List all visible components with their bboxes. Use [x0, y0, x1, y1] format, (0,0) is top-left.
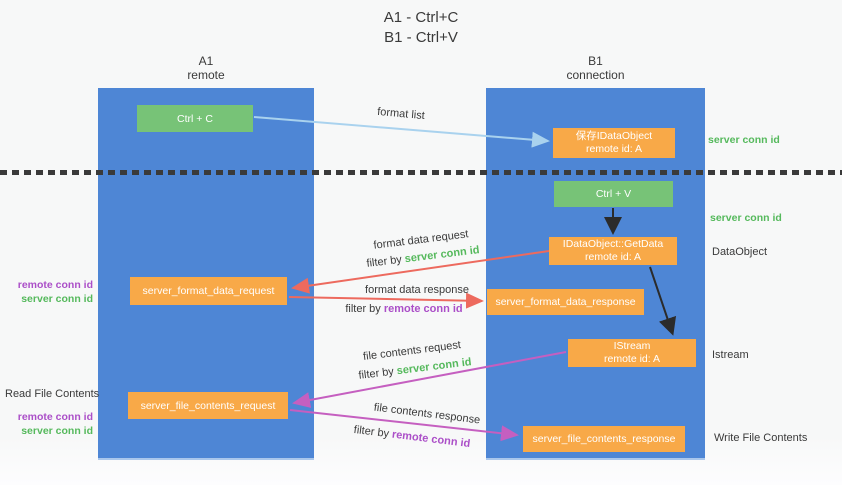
label-dataobject: DataObject [712, 246, 768, 258]
label-format-data-response: format data response [365, 284, 469, 296]
column-a1-subtitle: remote [187, 68, 225, 82]
node-save-idataobject-line1: 保存IDataObject [575, 130, 653, 142]
title-line-2: B1 - Ctrl+V [384, 29, 458, 46]
filter-by-text-4: filter by [353, 423, 390, 441]
arrow-format-data-response [288, 292, 484, 309]
node-istream: IStream remote id: A [568, 339, 696, 367]
title-line-1: A1 - Ctrl+C [383, 9, 459, 26]
label-format-list: format list [376, 105, 426, 123]
node-ctrl-c: Ctrl + C [137, 105, 253, 132]
node-server-file-contents-request-label: server_file_contents_request [140, 399, 276, 412]
label-remote-conn-id-2: remote conn id [17, 411, 93, 423]
node-server-format-data-response-label: server_format_data_response [495, 296, 636, 308]
node-ctrl-v: Ctrl + V [554, 181, 673, 207]
filter-by-text-3: filter by [357, 365, 395, 382]
label-group-file-ids: remote conn id server conn id [8, 410, 93, 438]
node-server-file-contents-response: server_file_contents_response [523, 426, 685, 452]
diagram-title: A1 - Ctrl+C B1 - Ctrl+V [0, 8, 842, 48]
node-save-idataobject-line2: remote id: A [585, 143, 643, 155]
filter-remote-conn-id-1: remote conn id [383, 303, 463, 315]
label-server-conn-id-top: server conn id [708, 134, 780, 146]
node-server-file-contents-response-label: server_file_contents_response [532, 433, 676, 445]
filter-by-text-2: filter by [345, 303, 381, 315]
node-ctrl-c-label: Ctrl + C [177, 112, 213, 125]
label-server-conn-id-1: server conn id [21, 293, 93, 305]
node-ctrl-v-label: Ctrl + V [595, 188, 632, 200]
filter-by-text-1: filter by [365, 253, 403, 270]
node-server-format-data-request: server_format_data_request [130, 277, 287, 305]
node-getdata-line1: IDataObject::GetData [562, 238, 664, 250]
node-idataobject-getdata: IDataObject::GetData remote id: A [549, 237, 677, 265]
label-remote-conn-id-1: remote conn id [17, 279, 93, 291]
column-b1-name: B1 [588, 54, 603, 68]
session-divider-dotted-line [0, 170, 842, 175]
filter-remote-conn-id-2: remote conn id [391, 428, 471, 451]
column-header-b1: B1 connection [486, 54, 705, 82]
label-group-format-ids: remote conn id server conn id [8, 278, 93, 306]
column-b1-subtitle: connection [566, 68, 625, 82]
label-server-conn-id-mid: server conn id [710, 212, 782, 224]
node-save-idataobject: 保存IDataObject remote id: A [553, 128, 675, 158]
node-server-format-data-request-label: server_format_data_request [142, 285, 275, 297]
filter-server-conn-id-1: server conn id [404, 244, 481, 266]
node-server-format-data-response: server_format_data_response [487, 289, 644, 315]
label-file-contents-response: file contents response [373, 401, 481, 427]
node-istream-line2: remote id: A [603, 353, 661, 365]
column-a1-name: A1 [198, 54, 214, 68]
label-istream: Istream [712, 349, 749, 361]
node-getdata-line2: remote id: A [584, 251, 642, 263]
node-istream-line1: IStream [613, 340, 651, 352]
label-read-file-contents: Read File Contents [5, 388, 100, 400]
label-server-conn-id-2: server conn id [21, 425, 93, 437]
label-write-file-contents: Write File Contents [714, 432, 808, 444]
column-header-a1: A1 remote [98, 54, 314, 82]
node-server-file-contents-request: server_file_contents_request [128, 392, 288, 419]
filter-server-conn-id-2: server conn id [396, 356, 473, 378]
